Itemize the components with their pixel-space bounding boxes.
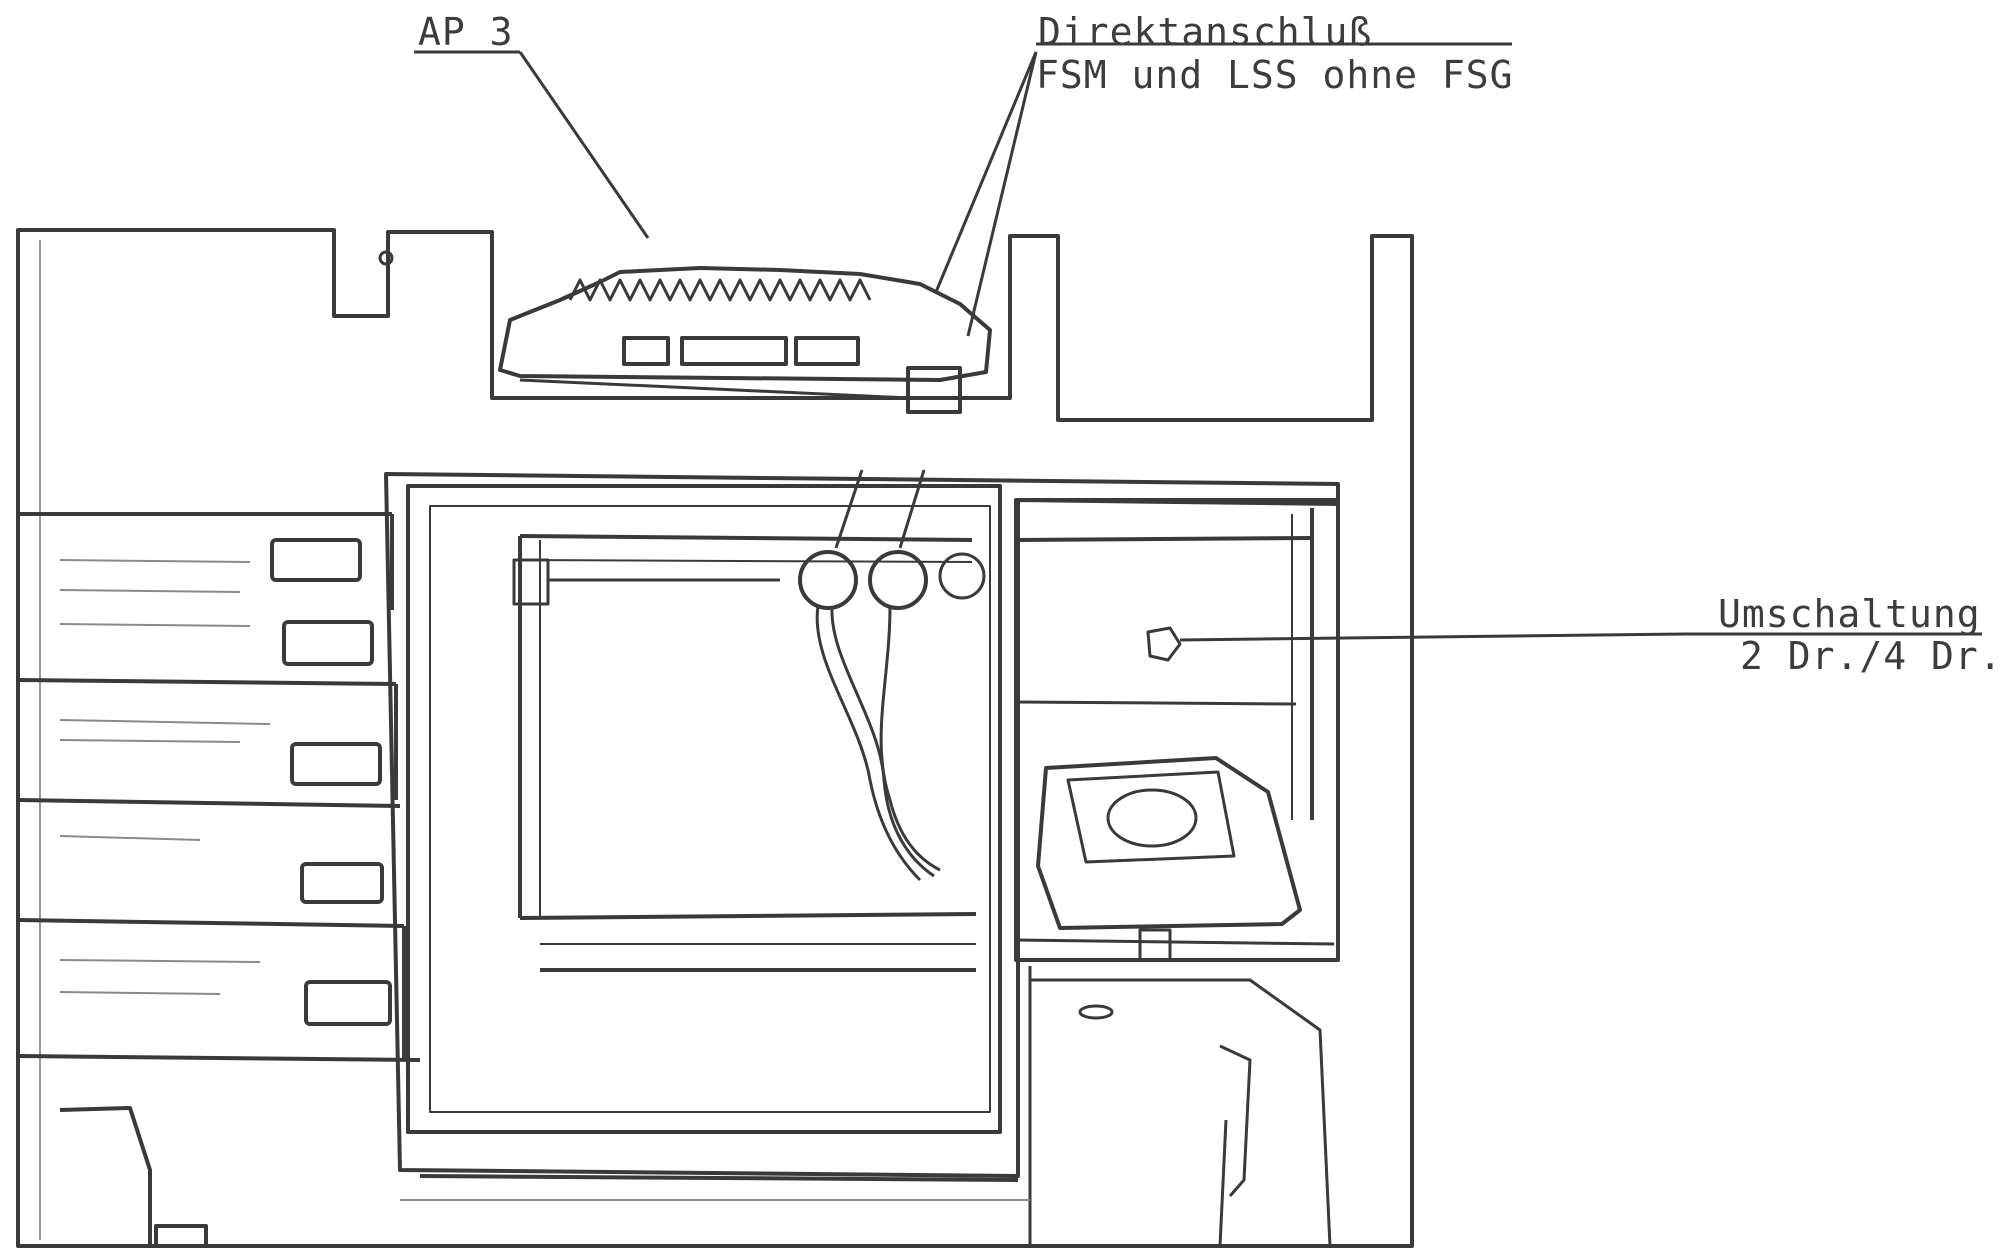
inner-module [1036,756,1302,930]
device-base [18,1174,1412,1248]
panel-button-5 [304,980,392,1026]
connector-3 [938,552,986,600]
panel-button-1 [270,538,362,582]
right-bracket [1028,966,1332,1247]
direktanschluss-leader-a [934,51,1038,293]
cable-a [815,605,922,882]
label-ap3: AP 3 [418,10,514,54]
umschaltung-leader [1179,632,1687,642]
label-direktanschluss: Direktanschluß [1038,10,1373,54]
label-umschaltung: Umschaltung [1718,592,1981,636]
left-panels [17,512,421,1248]
connectors [798,469,986,882]
ap3-board [378,250,992,414]
label-fsm-lss: FSM und LSS ohne FSG [1036,53,1514,97]
label-umschaltung-mode: 2 Dr./4 Dr. [1740,634,2000,678]
connector-2 [868,550,928,610]
panel-button-2 [282,620,374,666]
panel-button-3 [290,742,382,786]
panel-button-4 [300,862,384,904]
umschaltung-switch [1146,626,1182,662]
cable-c [879,605,941,872]
ap3-leader [518,51,650,239]
foot-plate [154,1224,208,1248]
cable-b [830,607,935,878]
device-housing [16,228,1414,1248]
leader-lines [414,42,1982,642]
connector-1 [798,550,858,610]
direktanschluss-leader-b [966,51,1038,337]
right-compartment [1014,498,1340,1247]
foot-left [59,1106,152,1246]
